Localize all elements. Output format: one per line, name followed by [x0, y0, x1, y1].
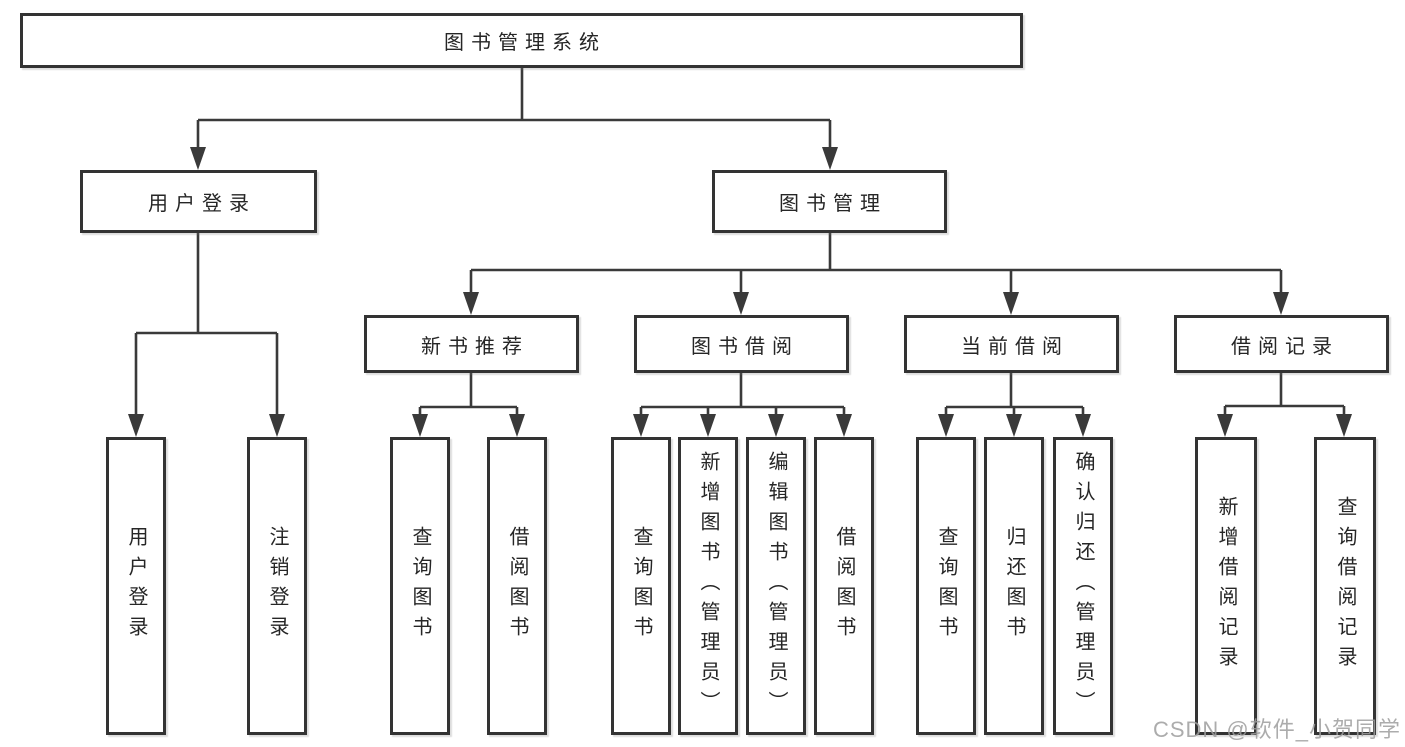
leaf-borrow-books-borrow: 借阅图书 [814, 437, 874, 735]
leaf-edit-books-admin-label: 编辑图书（管理员） [765, 451, 787, 721]
node-new-book-recommend-label: 新书推荐 [421, 335, 529, 358]
csdn-watermark: CSDN @软件_小贺同学 [1152, 717, 1401, 742]
leaf-return-books: 归还图书 [984, 437, 1044, 735]
leaf-edit-books-admin: 编辑图书（管理员） [746, 437, 806, 735]
leaf-query-books-recommend-label: 查询图书 [409, 526, 431, 646]
leaf-logout-label: 注销登录 [266, 526, 288, 646]
leaf-borrow-books-recommend: 借阅图书 [487, 437, 547, 735]
node-borrow-records: 借阅记录 [1174, 315, 1389, 373]
leaf-query-books-current: 查询图书 [916, 437, 976, 735]
leaf-borrow-books-recommend-label: 借阅图书 [506, 526, 528, 646]
leaf-confirm-return-admin: 确认归还（管理员） [1053, 437, 1113, 735]
node-book-management: 图书管理 [712, 170, 947, 233]
leaf-query-books-borrow: 查询图书 [611, 437, 671, 735]
node-user-login-label: 用户登录 [148, 193, 256, 215]
leaf-add-books-admin-label: 新增图书（管理员） [697, 451, 719, 721]
leaf-query-borrow-record-label: 查询借阅记录 [1334, 496, 1356, 676]
leaf-query-books-borrow-label: 查询图书 [630, 526, 652, 646]
leaf-user-login: 用户登录 [106, 437, 166, 735]
node-borrow-records-label: 借阅记录 [1231, 335, 1339, 358]
leaf-user-login-label: 用户登录 [125, 526, 147, 646]
node-new-book-recommend: 新书推荐 [364, 315, 579, 373]
node-root: 图书管理系统 [20, 13, 1023, 68]
node-root-label: 图书管理系统 [444, 32, 606, 54]
leaf-return-books-label: 归还图书 [1003, 526, 1025, 646]
node-current-borrow: 当前借阅 [904, 315, 1119, 373]
leaf-query-books-recommend: 查询图书 [390, 437, 450, 735]
node-current-borrow-label: 当前借阅 [961, 335, 1069, 358]
leaf-confirm-return-admin-label: 确认归还（管理员） [1072, 451, 1094, 721]
leaf-borrow-books-borrow-label: 借阅图书 [833, 526, 855, 646]
node-book-management-label: 图书管理 [779, 193, 887, 215]
node-book-borrow: 图书借阅 [634, 315, 849, 373]
leaf-add-borrow-record-label: 新增借阅记录 [1215, 496, 1237, 676]
node-book-borrow-label: 图书借阅 [691, 335, 799, 358]
leaf-query-borrow-record: 查询借阅记录 [1314, 437, 1376, 735]
leaf-logout: 注销登录 [247, 437, 307, 735]
node-user-login: 用户登录 [80, 170, 317, 233]
arrowheads [128, 147, 1352, 437]
leaf-add-borrow-record: 新增借阅记录 [1195, 437, 1257, 735]
leaf-query-books-current-label: 查询图书 [935, 526, 957, 646]
leaf-add-books-admin: 新增图书（管理员） [678, 437, 738, 735]
